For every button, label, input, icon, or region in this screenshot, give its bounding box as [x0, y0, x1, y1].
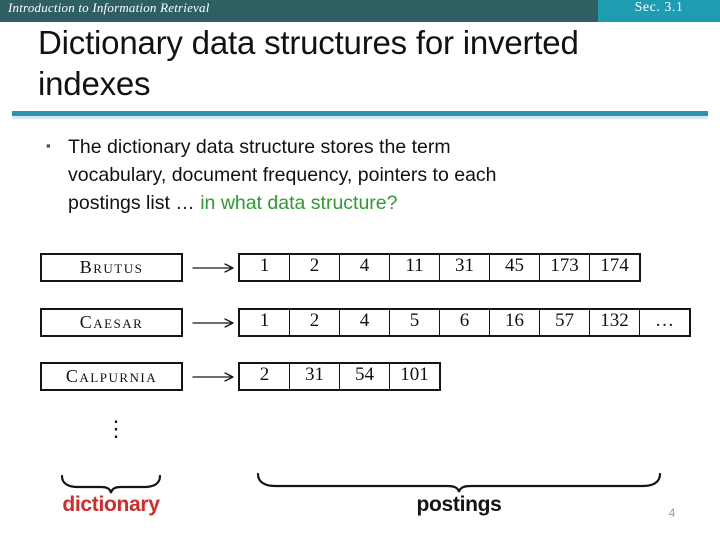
- right-arrow-icon: [192, 263, 234, 273]
- posting-cell: 11: [389, 255, 439, 280]
- term-box: Brutus: [40, 253, 183, 282]
- postings-label: postings: [416, 493, 502, 516]
- header-bar: Introduction to Information Retrieval Se…: [0, 0, 720, 22]
- dictionary-label: dictionary: [62, 493, 160, 516]
- vertical-ellipsis: ⋮: [105, 416, 127, 441]
- bullet-line3-highlight: in what data structure?: [200, 192, 398, 214]
- posting-cell: 1: [259, 310, 270, 331]
- page-title-line2: indexes: [38, 65, 151, 102]
- posting-cell: 16: [489, 310, 539, 335]
- bullet-icon: ▪: [46, 138, 51, 153]
- posting-cell: 2: [289, 310, 339, 335]
- term-box: Calpurnia: [40, 362, 183, 391]
- posting-cell: 173: [539, 255, 589, 280]
- posting-cell: 174: [589, 255, 639, 280]
- posting-cell: 6: [439, 310, 489, 335]
- posting-cell: 101: [389, 364, 439, 389]
- bullet-line2: vocabulary, document frequency, pointers…: [68, 164, 497, 186]
- right-arrow-icon: [192, 372, 234, 382]
- posting-cell: 4: [339, 255, 389, 280]
- term-box: Caesar: [40, 308, 183, 337]
- posting-cell: 54: [339, 364, 389, 389]
- posting-cell: 31: [289, 364, 339, 389]
- posting-cell: 45: [489, 255, 539, 280]
- posting-cell: 132: [589, 310, 639, 335]
- posting-cell: …: [639, 310, 689, 335]
- dictionary-underbrace-icon: [60, 474, 162, 494]
- posting-cell: 5: [389, 310, 439, 335]
- bullet-line3-plain: postings list …: [68, 192, 201, 214]
- course-title: Introduction to Information Retrieval: [8, 0, 210, 15]
- posting-cell: 2: [289, 255, 339, 280]
- page-title: Dictionary data structures for inverted …: [38, 22, 698, 104]
- right-arrow-icon: [192, 318, 234, 328]
- bullet-line3: postings list … in what data structure?: [68, 189, 688, 217]
- posting-cell: 2: [259, 364, 270, 385]
- posting-cell: 57: [539, 310, 589, 335]
- page-number: 4: [668, 506, 676, 520]
- posting-cell: 1: [259, 255, 270, 276]
- title-divider: [12, 111, 708, 116]
- posting-cell: 4: [339, 310, 389, 335]
- posting-cell: 31: [439, 255, 489, 280]
- page-title-line1: Dictionary data structures for inverted: [38, 24, 579, 61]
- bullet-line1: The dictionary data structure stores the…: [68, 136, 451, 158]
- section-badge: Sec. 3.1: [598, 0, 720, 22]
- bullet-paragraph: The dictionary data structure stores the…: [68, 133, 688, 217]
- postings-underbrace-icon: [256, 472, 662, 493]
